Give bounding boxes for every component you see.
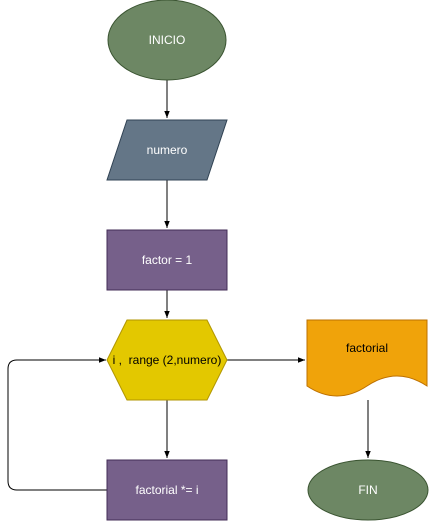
body-node-label: factorial *= i xyxy=(135,483,198,497)
loop-node: i , range (2,numero) xyxy=(106,319,228,401)
input-node-label: numero xyxy=(147,143,188,157)
loop-node-label: i , range (2,numero) xyxy=(113,353,222,367)
connectors xyxy=(7,80,371,491)
start-node-shape xyxy=(107,0,227,81)
output-node-label: factorial xyxy=(346,341,388,355)
output-node-shape xyxy=(306,319,428,397)
init-node-shape xyxy=(106,229,228,291)
init-node-label: factor = 1 xyxy=(142,253,193,267)
init-node: factor = 1 xyxy=(106,229,228,291)
start-node-label: INICIO xyxy=(149,33,186,47)
body-node: factorial *= i xyxy=(106,459,228,521)
loop-node-shape xyxy=(106,319,228,401)
end-node-shape xyxy=(307,459,429,521)
body-node-shape xyxy=(106,459,228,521)
end-node: FIN xyxy=(307,459,429,521)
input-node: numero xyxy=(106,119,228,181)
end-node-label: FIN xyxy=(358,483,377,497)
input-node-shape xyxy=(106,119,228,181)
connector-body-to-loop xyxy=(7,357,107,491)
output-node: factorial xyxy=(306,319,428,397)
start-node: INICIO xyxy=(107,0,227,81)
